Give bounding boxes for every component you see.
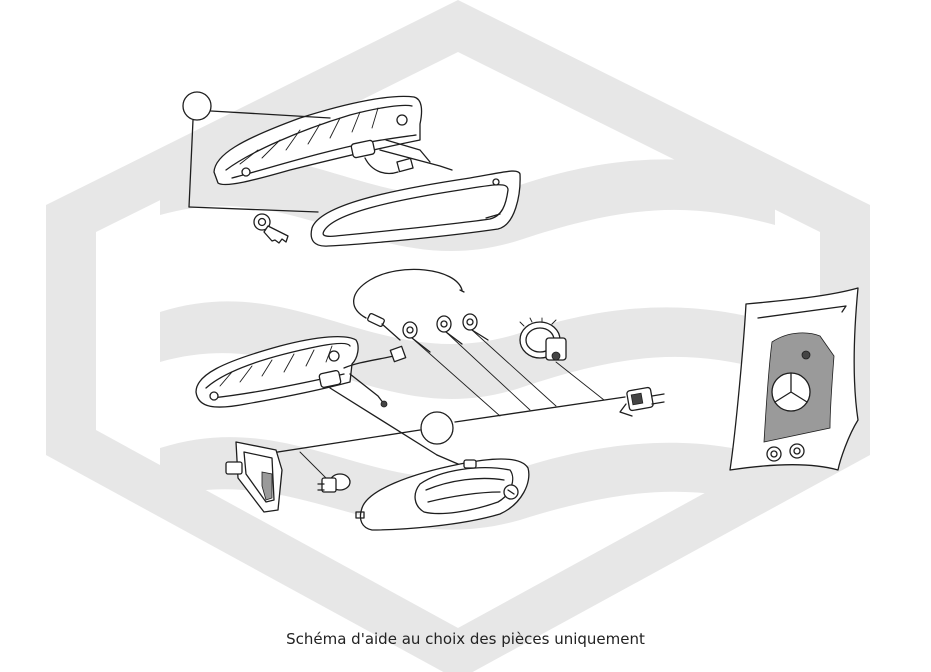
upper-callout <box>182 91 331 213</box>
light-module <box>225 441 283 513</box>
lock-cylinder <box>519 317 567 361</box>
assembly-guide-lines <box>251 329 626 479</box>
bowden-cable <box>353 268 465 341</box>
lower-callout <box>329 387 473 471</box>
diagram-caption: Schéma d'aide au choix des pièces unique… <box>286 630 645 648</box>
grommets <box>402 313 489 353</box>
lock-key <box>253 213 289 244</box>
upper-handle-carrier <box>213 95 453 186</box>
bulb-socket <box>317 473 351 493</box>
connector-plug <box>619 386 665 417</box>
handle-gasket <box>310 170 521 247</box>
mercedes-emblem-badge <box>729 287 859 471</box>
lower-handle-carrier <box>195 336 407 408</box>
outer-door-handle <box>355 458 530 531</box>
